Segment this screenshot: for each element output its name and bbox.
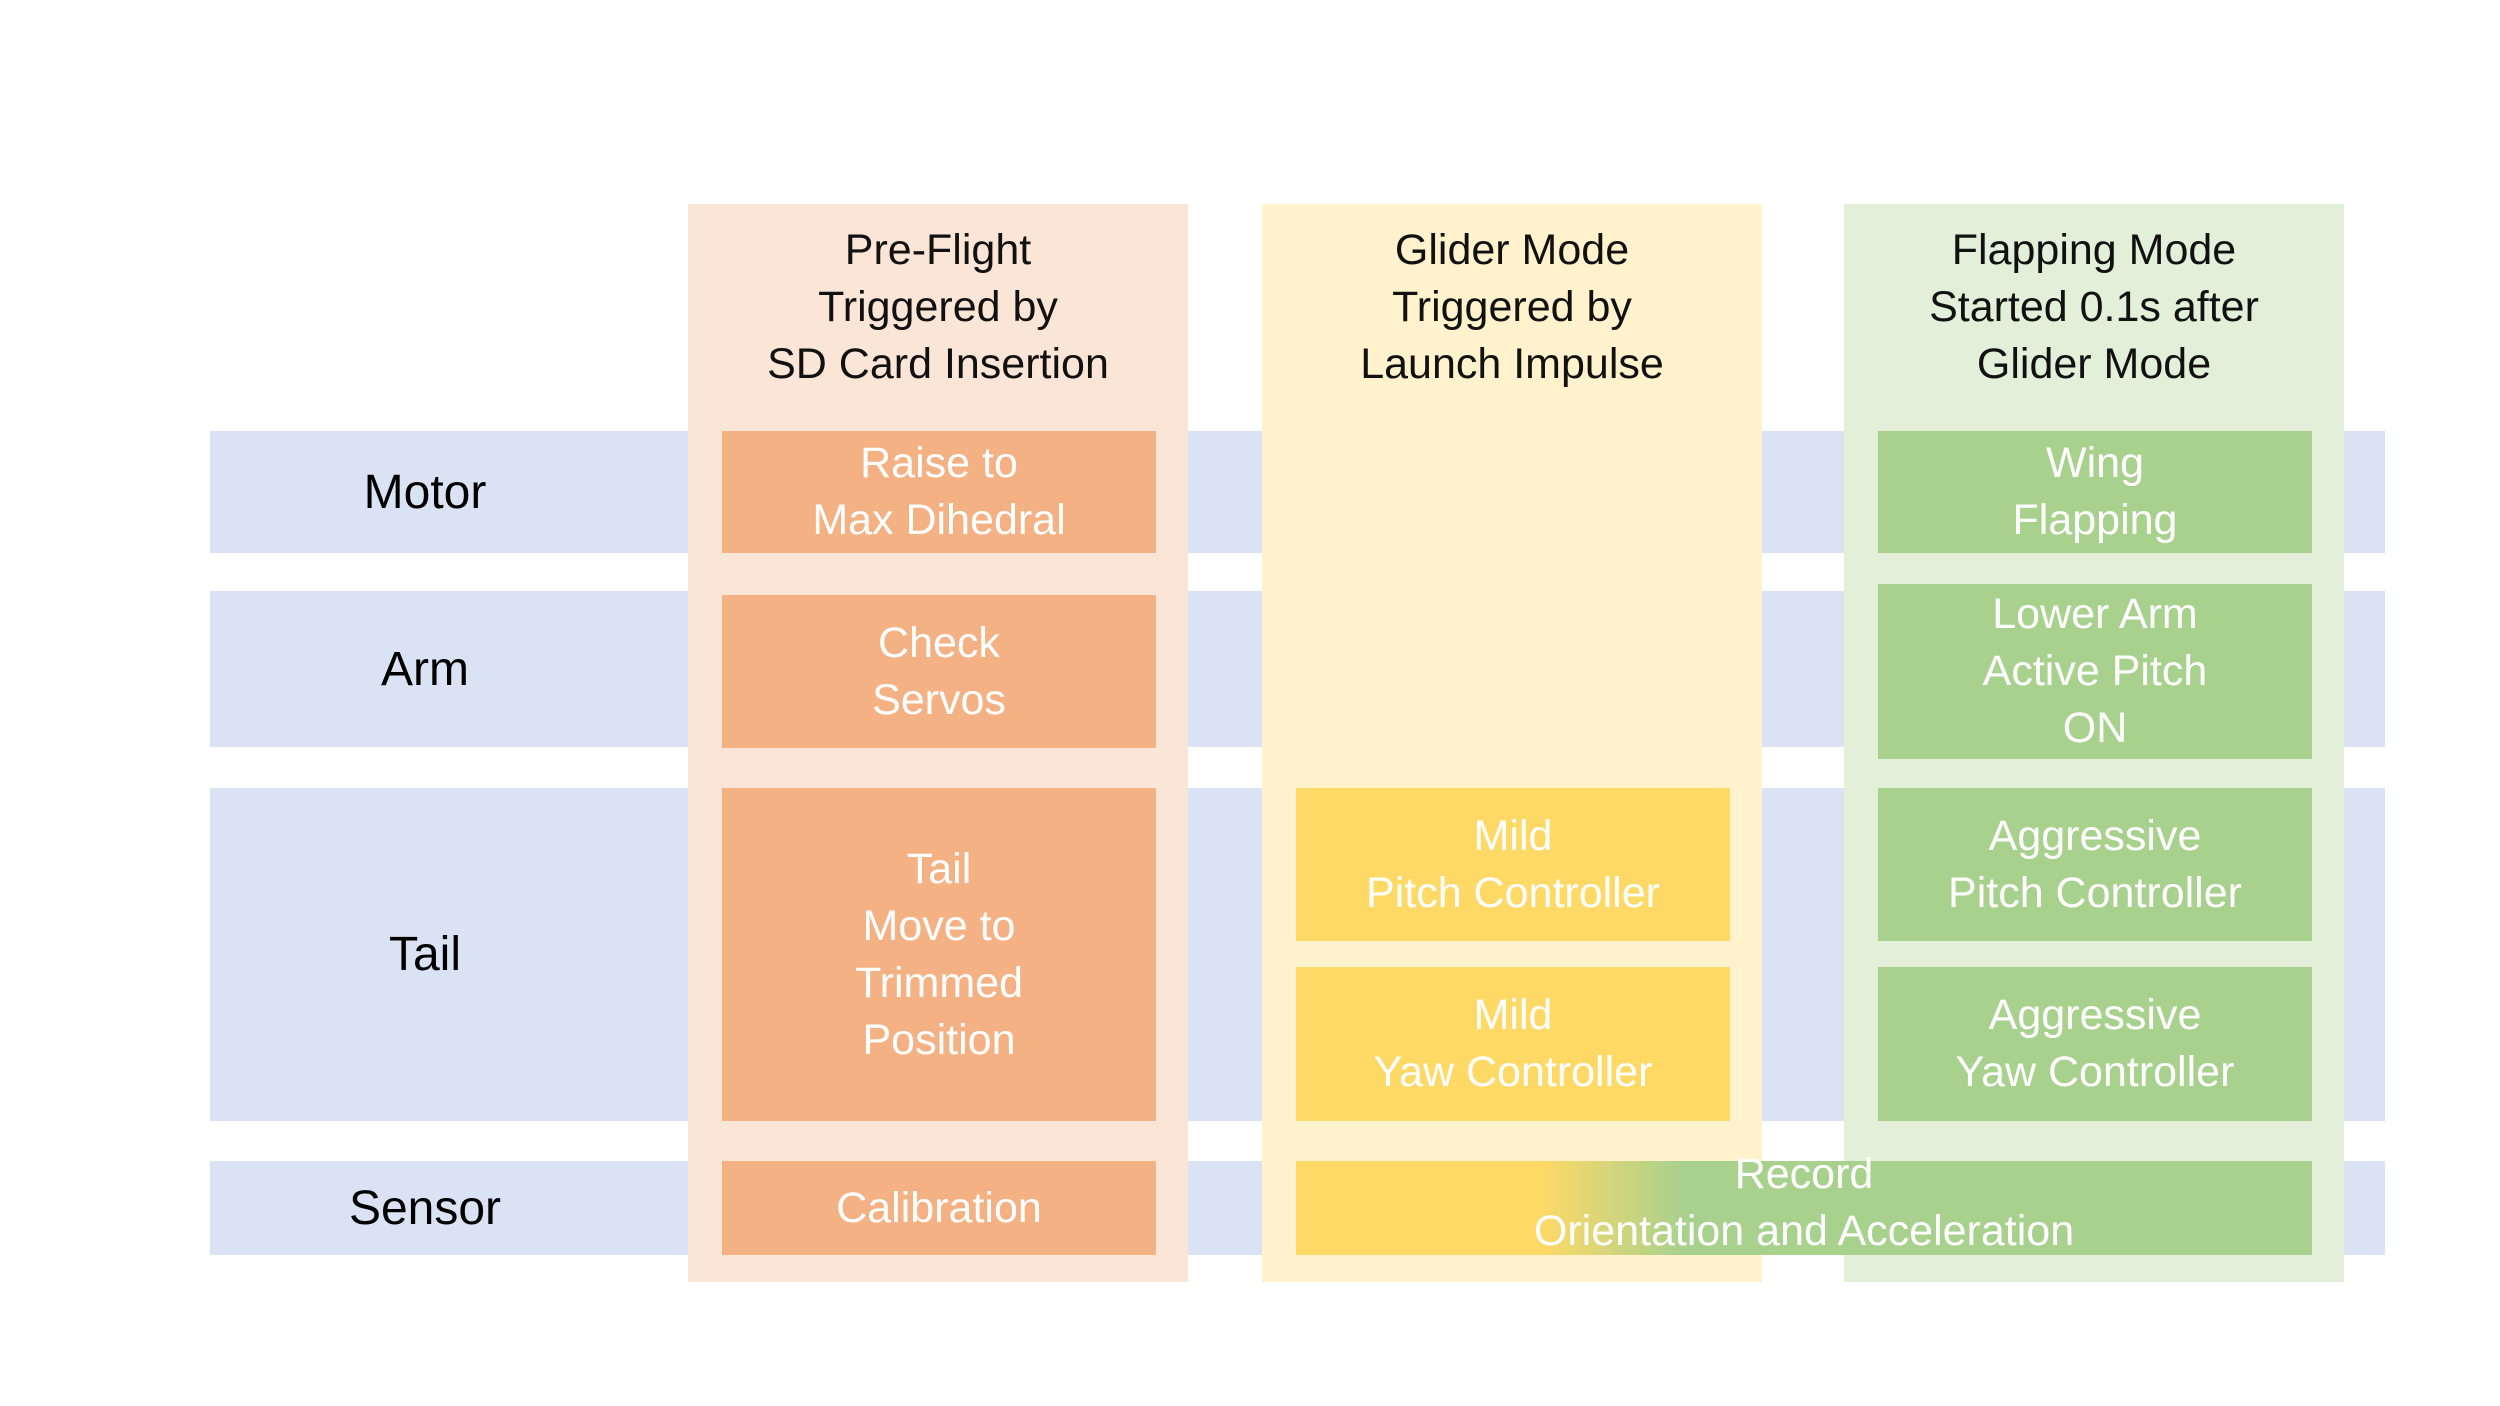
box-text-line: Yaw Controller: [1955, 1048, 2235, 1096]
box-text-line: Flapping: [2012, 496, 2178, 544]
box-text-line: Aggressive: [1988, 991, 2202, 1039]
box-text-line: Wing: [2046, 439, 2144, 487]
box-text-line: Tail: [906, 844, 972, 893]
box-calibration: Calibration: [722, 1161, 1156, 1255]
box-text-line: Servos: [872, 675, 1006, 724]
row-label-motor: Motor: [363, 465, 487, 519]
box-text-line: Raise to: [860, 439, 1018, 487]
box-text-line: Yaw Controller: [1373, 1048, 1653, 1096]
box-wing-flapping: Wing Flapping: [1878, 431, 2312, 553]
box-lower-arm-active-pitch: Lower Arm Active Pitch ON: [1878, 584, 2312, 759]
box-aggressive-pitch-controller: Aggressive Pitch Controller: [1878, 788, 2312, 941]
box-record-orientation-acceleration: Record Orientation and Acceleration: [1296, 1150, 2312, 1255]
column-header-glider-mode: Glider Mode Triggered by Launch Impulse: [1262, 214, 1762, 400]
box-text-line: Calibration: [836, 1183, 1042, 1232]
glider-title-line-1: Glider Mode: [1394, 225, 1630, 274]
flapping-title-line-3: Glider Mode: [1976, 339, 2212, 388]
box-aggressive-yaw-controller: Aggressive Yaw Controller: [1878, 967, 2312, 1121]
flapping-title-line-2: Started 0.1s after: [1929, 282, 2259, 331]
box-check-servos: Check Servos: [722, 595, 1156, 748]
preflight-title-line-1: Pre-Flight: [844, 225, 1032, 274]
flapping-title-line-1: Flapping Mode: [1951, 225, 2237, 274]
box-text-line: Active Pitch: [1982, 647, 2208, 695]
box-mild-yaw-controller: Mild Yaw Controller: [1296, 967, 1730, 1121]
box-tail-move-trimmed: Tail Move to Trimmed Position: [722, 788, 1156, 1121]
box-text-line: Check: [878, 618, 1000, 667]
box-text-line: Orientation and Acceleration: [1533, 1207, 2075, 1255]
preflight-title-line-2: Triggered by: [818, 282, 1058, 331]
box-text-line: ON: [2062, 704, 2128, 752]
box-text-line: Max Dihedral: [812, 496, 1066, 544]
glider-title-line-2: Triggered by: [1392, 282, 1632, 331]
box-text-line: Record: [1734, 1150, 1874, 1198]
box-text-line: Aggressive: [1988, 811, 2202, 860]
box-text-line: Trimmed: [854, 958, 1023, 1007]
row-label-arm: Arm: [381, 642, 469, 696]
box-text-line: Move to: [862, 901, 1016, 950]
column-header-flapping-mode: Flapping Mode Started 0.1s after Glider …: [1844, 214, 2344, 400]
column-header-preflight: Pre-Flight Triggered by SD Card Insertio…: [688, 214, 1188, 400]
box-mild-pitch-controller: Mild Pitch Controller: [1296, 788, 1730, 941]
glider-title-line-3: Launch Impulse: [1360, 339, 1664, 388]
row-label-sensor: Sensor: [348, 1181, 502, 1235]
preflight-title-line-3: SD Card Insertion: [767, 339, 1109, 388]
box-text-line: Pitch Controller: [1948, 868, 2242, 917]
row-label-tail: Tail: [388, 928, 462, 981]
box-text-line: Lower Arm: [1992, 590, 2198, 638]
box-raise-max-dihedral: Raise to Max Dihedral: [722, 431, 1156, 553]
box-text-line: Mild: [1473, 991, 1553, 1039]
box-text-line: Mild: [1473, 811, 1553, 860]
box-text-line: Pitch Controller: [1366, 868, 1660, 917]
box-text-line: Position: [862, 1015, 1016, 1064]
